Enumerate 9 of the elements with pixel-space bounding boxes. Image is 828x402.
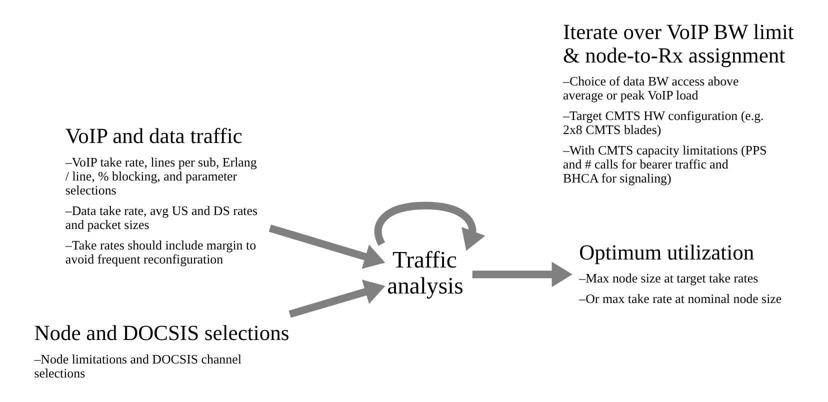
node-text: Optimum utilization –Max node size at target take rates –Or max take rate at nominal node size xyxy=(579,240,782,306)
node-text: VoIP and data traffic –VoIP take rate, lines per sub, Erlang / line, % blocking, and parameter selections –Data take rate, avg US and DS rates and packet sizes –Take rates should include margin to avoid frequent reconfiguration xyxy=(65,124,258,266)
arrow xyxy=(288,280,386,318)
node-text: Iterate over VoIP BW limit & node-to-Rx assignment –Choice of data BW access above average or peak VoIP load –Target CMTS HW configuration (e.g. 2x8 CMTS blades) –With CMTS capacity limitations (PPS and # calls for bearer traffic and BHCA for signaling) xyxy=(563,20,794,186)
arrow xyxy=(374,202,486,251)
node-text: Node and DOCSIS selections –Node limitations and DOCSIS channel selections xyxy=(34,321,290,380)
arrow xyxy=(472,262,572,288)
node-text: Traffic analysis xyxy=(387,248,464,300)
arrow xyxy=(268,224,386,269)
